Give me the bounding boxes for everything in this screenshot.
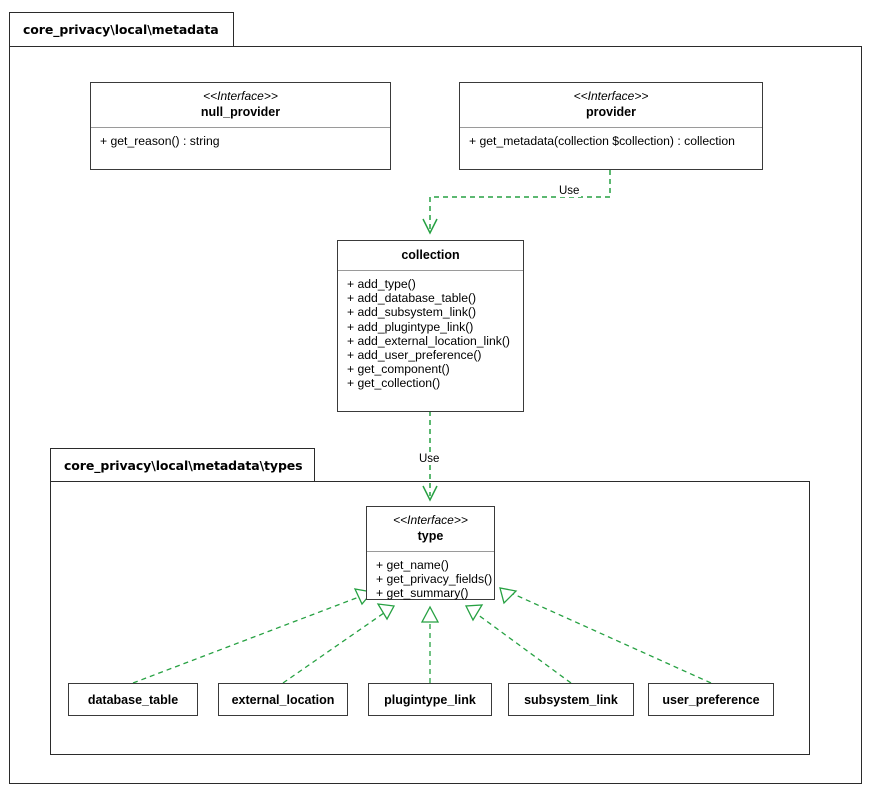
method-item: + add_database_table(): [347, 291, 477, 306]
stereotype-label: <<Interface>>: [203, 89, 278, 103]
class-name-provider: provider: [585, 105, 636, 119]
class-name-database-table: database_table: [87, 692, 179, 707]
method-item: + get_collection(): [347, 376, 441, 391]
class-header-type: <<Interface>> type: [367, 507, 494, 552]
class-node-user-preference[interactable]: user_preference: [648, 683, 774, 716]
class-node-database-table[interactable]: database_table: [68, 683, 198, 716]
class-node-subsystem-link[interactable]: subsystem_link: [508, 683, 634, 716]
method-item: + add_user_preference(): [347, 348, 482, 363]
stereotype-label: <<Interface>>: [573, 89, 649, 103]
class-name-user-preference: user_preference: [662, 692, 760, 707]
method-item: + get_reason() : string: [100, 134, 220, 148]
method-item: + add_plugintype_link(): [347, 319, 474, 334]
class-methods-collection: + add_type() + add_database_table() + ad…: [338, 271, 523, 398]
class-node-plugintype-link[interactable]: plugintype_link: [368, 683, 492, 716]
method-item: + add_external_location_link(): [347, 333, 510, 348]
package-body-core-privacy-local-metadata: [9, 46, 862, 784]
class-name-collection: collection: [401, 248, 460, 262]
method-item: + get_name(): [376, 558, 449, 572]
stereotype-label: <<Interface>>: [393, 513, 468, 527]
method-item: + add_subsystem_link(): [347, 305, 477, 320]
class-header-provider: <<Interface>> provider: [460, 83, 762, 128]
class-name-subsystem-link: subsystem_link: [524, 692, 618, 707]
edge-label-collection-uses-type: Use: [417, 453, 442, 465]
method-item: + get_metadata(collection $collection) :…: [469, 134, 735, 148]
class-name-type: type: [417, 529, 444, 543]
class-methods-null-provider: + get_reason() : string: [91, 128, 390, 155]
class-node-type[interactable]: <<Interface>> type + get_name() + get_pr…: [366, 506, 495, 600]
package-tab-core-privacy-local-metadata-types: core_privacy\local\metadata\types: [50, 448, 315, 482]
method-item: + get_summary(): [376, 586, 469, 601]
class-node-null-provider[interactable]: <<Interface>> null_provider + get_reason…: [90, 82, 391, 170]
class-name-plugintype-link: plugintype_link: [384, 692, 476, 707]
class-header-null-provider: <<Interface>> null_provider: [91, 83, 390, 128]
edge-label-provider-uses-collection: Use: [557, 185, 582, 197]
package-label-core-privacy-local-metadata: core_privacy\local\metadata: [23, 22, 219, 37]
package-tab-core-privacy-local-metadata: core_privacy\local\metadata: [9, 12, 234, 47]
class-node-provider[interactable]: <<Interface>> provider + get_metadata(co…: [459, 82, 763, 170]
class-header-collection: collection: [338, 241, 523, 271]
class-name-null-provider: null_provider: [200, 105, 281, 119]
class-methods-provider: + get_metadata(collection $collection) :…: [460, 128, 762, 155]
package-label-core-privacy-local-metadata-types: core_privacy\local\metadata\types: [64, 457, 303, 473]
class-node-external-location[interactable]: external_location: [218, 683, 348, 716]
class-methods-type: + get_name() + get_privacy_fields() + ge…: [367, 552, 494, 608]
class-node-collection[interactable]: collection + add_type() + add_database_t…: [337, 240, 524, 412]
method-item: + get_component(): [347, 362, 450, 377]
class-name-external-location: external_location: [231, 692, 335, 707]
method-item: + get_privacy_fields(): [376, 572, 493, 587]
method-item: + add_type(): [347, 277, 416, 291]
